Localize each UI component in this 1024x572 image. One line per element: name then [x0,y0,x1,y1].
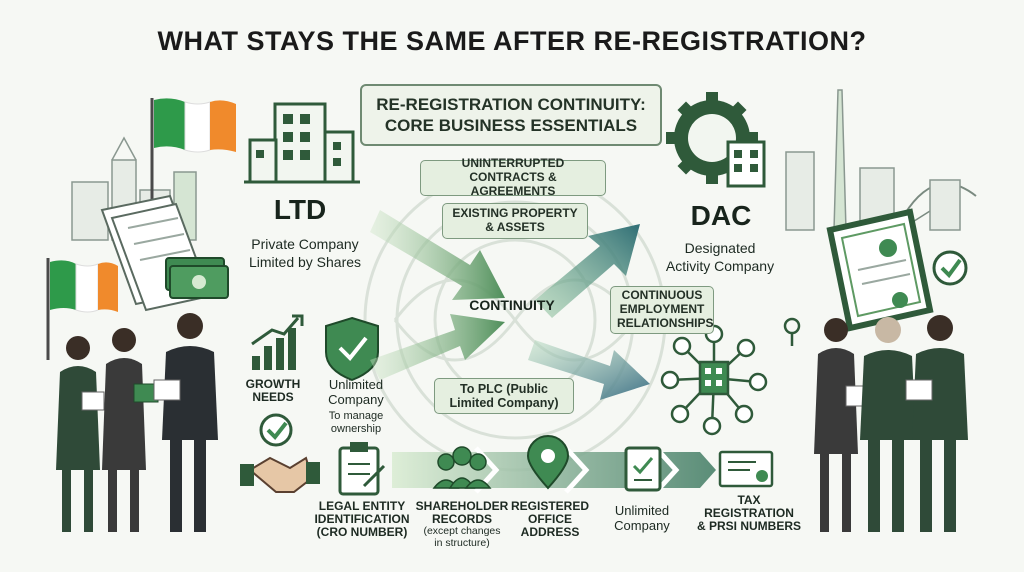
bottom-item-office: REGISTERED OFFICE ADDRESS [508,499,592,540]
bottom-item-0-line-2: IDENTIFICATION [314,512,410,527]
header-line-1: RE-REGISTRATION CONTINUITY: [376,94,646,114]
business-people-right [814,315,968,532]
employment-line-2: EMPLOYMENT [619,302,705,317]
growth-line-1: GROWTH [245,377,301,391]
unlimited-left-line-4: ownership [330,423,382,436]
plc-box: To PLC (Public Limited Company) [434,378,574,414]
bottom-item-2-line-3: ADDRESS [520,525,580,540]
bottom-item-4-line-1: TAX [737,493,761,507]
bottom-item-tax: TAX REGISTRATION & PRSI NUMBERS [694,493,804,534]
bottom-item-1-note-2: in structure) [434,536,490,549]
bottom-item-0-line-3: (CRO NUMBER) [316,525,408,540]
property-box: EXISTING PROPERTY & ASSETS [442,203,588,239]
employment-box: CONTINUOUS EMPLOYMENT RELATIONSHIPS [610,286,714,334]
check-circle-icon [259,413,293,447]
ltd-description-line-2: Limited by Shares [248,253,362,270]
location-pin-icon [526,435,570,490]
ltd-description-line-1: Private Company [251,236,359,252]
growth-line-2: NEEDS [252,390,294,405]
handshake-icon [240,456,320,493]
bottom-item-4-line-3: & PRSI NUMBERS [696,519,801,534]
ltd-description: Private Company Limited by Shares [230,236,380,271]
dac-label: DAC [690,200,752,231]
employment-line-1: CONTINUOUS [621,288,703,303]
checklist-icon [624,446,662,492]
right-city-skyline [785,89,977,231]
unlimited-company-left-label: Unlimited Company To manage ownership [318,377,394,436]
property-line-1: EXISTING PROPERTY [452,206,578,221]
unlimited-left-line-3: To manage [328,409,384,422]
bottom-item-2-line-1: REGISTERED [510,499,589,513]
growth-needs-label: GROWTH NEEDS [238,377,308,405]
unlimited-left-line-2: Company [328,391,384,407]
bottom-item-0-line-1: LEGAL ENTITY [318,499,406,513]
cash-stack-icon [165,257,229,299]
magnifier-icon [783,317,801,346]
bottom-item-1-note-1: (except changes [423,525,501,538]
dac-description-line-1: Designated [684,240,756,256]
transition-arrows [370,210,650,400]
bottom-item-unlimited: Unlimited Company [600,503,684,534]
certificate-icon [718,450,774,488]
bottom-item-1-line-2: RECORDS [431,512,492,527]
bottom-item-3-line-2: Company [614,517,670,533]
continuity-label: CONTINUITY [469,297,555,313]
bottom-item-2-line-2: OFFICE [528,512,572,527]
shield-check-icon [325,316,379,382]
business-people-left [56,313,218,532]
plc-line-1: To PLC (Public [460,381,548,396]
bar-chart-icon [251,314,304,370]
contracts-line-1: UNINTERRUPTED [461,156,565,171]
bottom-item-shareholders: SHAREHOLDER RECORDS (except changes in s… [414,499,510,549]
gear-building-icon [666,92,766,188]
plc-line-2: Limited Company) [449,396,559,410]
bottom-item-1-line-1: SHAREHOLDER [415,499,509,513]
header-line-2: CORE BUSINESS ESSENTIALS [384,116,638,135]
employment-line-3: RELATIONSHIPS [617,315,714,330]
certificate-document-icon [826,208,934,332]
clipboard-icon [338,442,386,496]
bottom-item-cro: LEGAL ENTITY IDENTIFICATION (CRO NUMBER) [310,499,414,540]
ltd-label: LTD [273,194,327,225]
contracts-line-2: CONTRACTS & AGREEMENTS [469,170,557,198]
people-icon [432,446,492,489]
bottom-item-4-line-2: REGISTRATION [704,506,794,521]
unlimited-left-line-1: Unlimited [328,377,384,392]
bottom-item-3-line-1: Unlimited [614,503,670,518]
irish-flag-lower-left [46,258,118,360]
dac-description-line-2: Activity Company [665,257,775,274]
property-line-2: & ASSETS [485,220,545,234]
check-circle-right-icon [932,250,968,286]
page-title: WHAT STAYS THE SAME AFTER RE-REGISTRATIO… [157,26,867,56]
irish-flag-top-left [150,98,236,232]
network-icon [660,324,768,436]
header-box: RE-REGISTRATION CONTINUITY: CORE BUSINES… [360,84,662,146]
contracts-box: UNINTERRUPTED CONTRACTS & AGREEMENTS [420,156,606,198]
office-building-icon [244,102,360,184]
dac-description: Designated Activity Company [650,240,790,275]
